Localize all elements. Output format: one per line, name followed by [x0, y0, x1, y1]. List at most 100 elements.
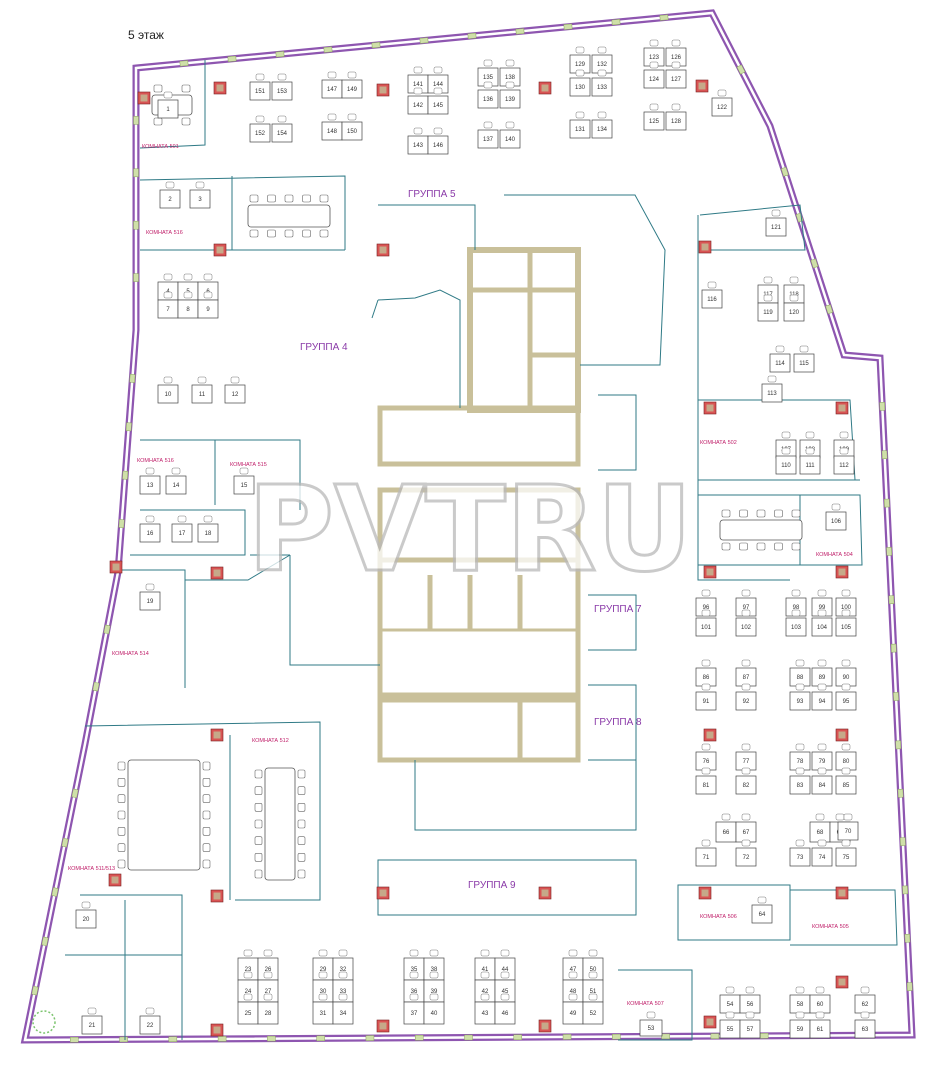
desk[interactable]: 127	[665, 61, 687, 89]
desk[interactable]: 50	[582, 949, 604, 981]
desk[interactable]: 124	[643, 61, 665, 89]
desk[interactable]: 119	[757, 294, 779, 322]
desk[interactable]: 77	[735, 743, 757, 771]
desk[interactable]: 120	[783, 294, 805, 322]
desk[interactable]: 131	[569, 111, 591, 139]
desk[interactable]: 136	[477, 81, 499, 109]
desk[interactable]: 150	[341, 113, 363, 141]
desk[interactable]: 146	[427, 127, 449, 155]
desk[interactable]: 111	[799, 447, 821, 475]
desk[interactable]: 104	[811, 609, 833, 637]
desk[interactable]: 59	[789, 1011, 811, 1039]
desk[interactable]: 9	[197, 291, 219, 319]
desk[interactable]: 139	[499, 81, 521, 109]
desk[interactable]: 79	[811, 743, 833, 771]
desk[interactable]: 101	[695, 609, 717, 637]
desk[interactable]: 52	[582, 993, 604, 1025]
desk[interactable]: 86	[695, 659, 717, 687]
desk[interactable]: 147	[321, 71, 343, 99]
desk[interactable]: 98	[785, 589, 807, 617]
desk[interactable]: 28	[257, 993, 279, 1025]
desk[interactable]: 35	[403, 949, 425, 981]
desk[interactable]: 81	[695, 767, 717, 795]
desk[interactable]: 153	[271, 73, 293, 101]
desk[interactable]: 140	[499, 121, 521, 149]
desk[interactable]: 2	[159, 181, 181, 209]
desk[interactable]: 56	[739, 986, 761, 1014]
desk[interactable]: 66	[715, 813, 737, 843]
desk[interactable]: 20	[75, 901, 97, 929]
desk[interactable]: 88	[789, 659, 811, 687]
desk[interactable]: 96	[695, 589, 717, 617]
desk[interactable]: 92	[735, 683, 757, 711]
desk[interactable]: 40	[423, 993, 445, 1025]
desk[interactable]: 55	[719, 1011, 741, 1039]
desk[interactable]: 87	[735, 659, 757, 687]
desk[interactable]: 24	[237, 971, 259, 1003]
desk[interactable]: 103	[785, 609, 807, 637]
desk[interactable]: 125	[643, 103, 665, 131]
desk[interactable]: 53	[639, 1011, 663, 1037]
desk[interactable]: 82	[735, 767, 757, 795]
desk[interactable]: 13	[139, 467, 161, 495]
desk[interactable]: 121	[765, 209, 787, 237]
desk[interactable]: 67	[735, 813, 757, 843]
desk[interactable]: 3	[189, 181, 211, 209]
desk[interactable]: 42	[474, 971, 496, 1003]
desk[interactable]: 62	[854, 986, 876, 1014]
desk[interactable]: 84	[811, 767, 833, 795]
desk[interactable]: 154	[271, 115, 293, 143]
desk[interactable]: 26	[257, 949, 279, 981]
desk[interactable]: 110	[775, 447, 797, 475]
desk[interactable]: 122	[711, 89, 733, 117]
desk[interactable]: 89	[811, 659, 833, 687]
desk[interactable]: 64	[751, 896, 773, 924]
desk[interactable]: 83	[789, 767, 811, 795]
desk[interactable]: 128	[665, 103, 687, 131]
desk[interactable]: 71	[695, 839, 717, 867]
desk[interactable]: 151	[249, 73, 271, 101]
desk[interactable]: 21	[81, 1007, 103, 1035]
desk[interactable]: 130	[569, 69, 591, 97]
desk[interactable]: 116	[701, 281, 723, 309]
desk[interactable]: 43	[474, 993, 496, 1025]
desk[interactable]: 85	[835, 767, 857, 795]
desk[interactable]: 106	[825, 503, 847, 531]
desk[interactable]: 57	[739, 1011, 761, 1039]
desk[interactable]: 97	[735, 589, 757, 617]
desk[interactable]: 126	[665, 39, 687, 67]
desk[interactable]: 54	[719, 986, 741, 1014]
desk[interactable]: 1	[157, 91, 179, 119]
desk[interactable]: 47	[562, 949, 584, 981]
desk[interactable]: 70	[837, 813, 859, 841]
desk[interactable]: 19	[139, 583, 161, 611]
desk[interactable]: 90	[835, 659, 857, 687]
desk[interactable]: 10	[157, 376, 179, 404]
desk[interactable]: 93	[789, 683, 811, 711]
desk[interactable]: 27	[257, 971, 279, 1003]
desk[interactable]: 143	[407, 127, 429, 155]
desk[interactable]: 17	[171, 515, 193, 543]
desk[interactable]: 137	[477, 121, 499, 149]
desk[interactable]: 94	[811, 683, 833, 711]
desk[interactable]: 113	[761, 375, 783, 403]
desk[interactable]: 80	[835, 743, 857, 771]
desk[interactable]: 114	[769, 345, 791, 373]
desk[interactable]: 132	[591, 46, 613, 74]
desk[interactable]: 149	[341, 71, 363, 99]
desk[interactable]: 22	[139, 1007, 161, 1035]
desk[interactable]: 7	[157, 291, 179, 319]
desk[interactable]: 63	[854, 1011, 876, 1039]
desk[interactable]: 68	[809, 813, 831, 843]
desk[interactable]: 112	[833, 447, 855, 475]
desk[interactable]: 76	[695, 743, 717, 771]
desk[interactable]: 18	[197, 515, 219, 543]
desk[interactable]: 152	[249, 115, 271, 143]
desk[interactable]: 14	[165, 467, 187, 495]
desk[interactable]: 133	[591, 69, 613, 97]
desk[interactable]: 148	[321, 113, 343, 141]
desk[interactable]: 78	[789, 743, 811, 771]
desk[interactable]: 134	[591, 111, 613, 139]
desk[interactable]: 49	[562, 993, 584, 1025]
desk[interactable]: 91	[695, 683, 717, 711]
